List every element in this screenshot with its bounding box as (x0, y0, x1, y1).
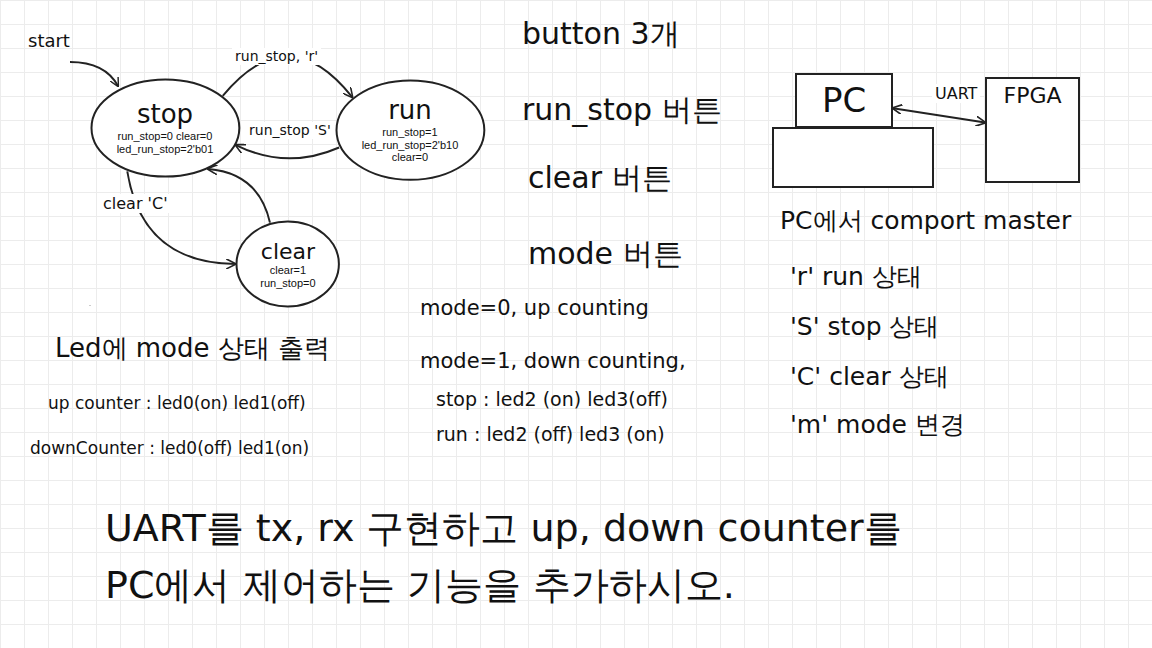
node-title: run (388, 96, 432, 126)
edge-label: run_stop 'S' (246, 122, 334, 139)
state-circle: runrun_stop=1 led_run_stop=2'b10 clear=0 (335, 79, 486, 181)
circle-shape (336, 80, 484, 179)
transition-arrow (236, 145, 339, 158)
node-content: clearclear=1 run_stop=0 (253, 239, 323, 290)
node-content: PC (822, 81, 866, 120)
instruction-text: UART를 tx, rx 구현하고 up, down counter를 PC에서… (105, 500, 1005, 614)
start-label: start (28, 30, 70, 52)
state-circle: clearclear=1 run_stop=0 (235, 220, 340, 308)
command-item: 'C' clear 상태 (790, 362, 949, 392)
pc-base (773, 128, 933, 187)
underline-mark (90, 305, 91, 306)
command-item: 'S' stop 상태 (790, 312, 940, 342)
node-title: clear (261, 239, 315, 264)
fpga-box: FPGA (985, 77, 1080, 183)
node-content: runrun_stop=1 led_run_stop=2'b10 clear=0 (359, 96, 461, 164)
node-content: FPGA (1003, 83, 1061, 108)
transition-arrow (127, 171, 235, 264)
note-text: run_stop 버튼 (522, 92, 722, 128)
node-body: clear=1 run_stop=0 (253, 264, 323, 289)
circle-shape (91, 80, 239, 177)
transition-arrow (208, 169, 270, 223)
node-body: run_stop=0 clear=0 led_run_stop=2'b01 (114, 130, 216, 155)
edge-label: run_stop, 'r' (232, 48, 321, 65)
edge-label: clear 'C' (100, 194, 171, 213)
command-item: 'r' run 상태 (790, 262, 922, 292)
start-arrow (70, 62, 118, 86)
state-circle: stoprun_stop=0 clear=0 led_run_stop=2'b0… (90, 78, 241, 178)
node-title: FPGA (1003, 83, 1061, 108)
node-content: stoprun_stop=0 clear=0 led_run_stop=2'b0… (114, 100, 216, 155)
edge-label: UART (932, 84, 980, 103)
led-note: stop : led2 (on) led3(off) (436, 388, 668, 411)
led-note: run : led2 (off) led3 (on) (436, 423, 665, 446)
note-text: clear 버튼 (528, 160, 672, 196)
mode-note: mode=0, up counting (420, 296, 649, 321)
pc-box: PC (795, 73, 893, 128)
circle-shape (237, 222, 339, 307)
mode-note: mode=1, down counting, (420, 349, 686, 374)
heading-note: Led에 mode 상태 출력 (55, 333, 330, 364)
note-text: mode 버튼 (528, 236, 683, 272)
node-body: run_stop=1 led_run_stop=2'b10 clear=0 (359, 126, 461, 164)
command-heading: PC에서 comport master (780, 206, 1071, 236)
note-text: button 3개 (522, 16, 680, 52)
command-item: 'm' mode 변경 (790, 410, 965, 440)
node-title: PC (822, 81, 866, 120)
node-title: stop (137, 100, 193, 130)
transition-arrow (893, 108, 985, 122)
led-note: downCounter : led0(off) led1(on) (30, 438, 309, 458)
led-note: up counter : led0(on) led1(off) (48, 393, 306, 413)
